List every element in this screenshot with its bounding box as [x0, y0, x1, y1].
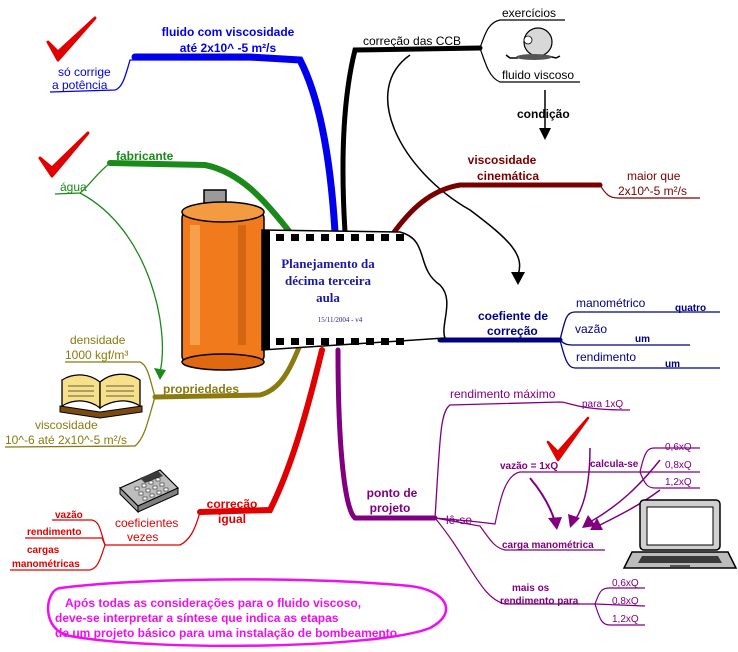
branch-correcao-igual — [10, 347, 325, 571]
label-densidade-1: densidade — [70, 333, 126, 347]
label-manometrico: manométrico — [576, 296, 646, 310]
branch-propriedades — [4, 342, 303, 448]
label-q08-a: 0,8xQ — [665, 460, 692, 471]
film-perforation — [366, 338, 374, 345]
label-coeficientes-2: vezes — [127, 530, 158, 544]
note-line-3: de um projeto básico para uma instalação… — [55, 626, 397, 640]
film-perforation — [396, 338, 404, 345]
film-perforation — [321, 234, 329, 241]
film-perforation — [306, 338, 314, 345]
film-perforation — [381, 234, 389, 241]
calculator-icon — [118, 469, 180, 514]
label-rend-max: rendimento máximo — [450, 387, 556, 401]
label-q12-b: 1,2xQ — [612, 614, 639, 625]
branch-ponto-projeto — [335, 347, 700, 626]
label-fabricante: fabricante — [116, 149, 174, 163]
label-rendimento-r: rendimento — [576, 350, 636, 364]
film-canister-icon — [181, 189, 265, 371]
film-perforations — [276, 234, 404, 345]
label-maior-que-2: 2x10^-5 m²/s — [618, 184, 687, 198]
label-densidade-2: 1000 kgf/m³ — [65, 348, 128, 362]
film-perforation — [336, 234, 344, 241]
label-rendimento-left: rendimento — [27, 527, 81, 538]
label-correcao-ccb: correção das CCB — [363, 34, 461, 48]
label-um-1: um — [635, 334, 650, 345]
label-correcao-igual-2: igual — [218, 512, 246, 526]
checkmark-icon — [38, 131, 90, 178]
film-perforation — [336, 338, 344, 345]
label-para-1xq: para 1xQ — [582, 399, 623, 410]
label-mais-os-2: rendimento para — [500, 596, 579, 607]
label-viscosidade-1: viscosidade — [35, 418, 98, 432]
note-line-2: deve-se interpretar a síntese que indica… — [55, 611, 339, 625]
film-perforation — [366, 234, 374, 241]
label-exercicios: exercícios — [502, 6, 556, 20]
label-coef-corr-2: correção — [487, 324, 538, 338]
label-calcula-se: calcula-se — [590, 459, 639, 470]
checkmark-icon — [46, 16, 97, 62]
book-icon — [59, 373, 143, 419]
laptop-icon — [622, 499, 738, 569]
film-perforation — [276, 234, 284, 241]
label-q06-a: 0,6xQ — [665, 442, 692, 453]
label-fluido-viscosidade-2: até 2x10^ -5 m²/s — [180, 41, 277, 55]
label-visc-cin-2: cinemática — [477, 169, 539, 183]
film-perforation — [351, 338, 359, 345]
film-perforation — [276, 338, 284, 345]
film-perforation — [351, 234, 359, 241]
label-carga-man: carga manométrica — [502, 540, 594, 551]
label-ponto-1: ponto de — [367, 486, 418, 500]
film-perforation — [381, 338, 389, 345]
note-line-1: Após todas as considerações para o fluid… — [65, 596, 361, 610]
label-viscosidade-2: 10^-6 até 2x10^-5 m²/s — [5, 433, 127, 447]
branch-fluido-viscosidade — [49, 53, 339, 236]
checkmark-icon — [546, 416, 590, 462]
branch-viscosidade-cinematica — [389, 182, 700, 238]
branch-coeficiente — [437, 311, 720, 369]
label-mais-os-1: mais os — [512, 583, 550, 594]
label-vazao-r: vazão — [575, 322, 607, 336]
label-coef-corr-1: coefiente de — [478, 309, 548, 323]
film-perforation — [291, 338, 299, 345]
label-q06-b: 0,6xQ — [612, 578, 639, 589]
figure-ball-icon — [505, 27, 561, 60]
label-propriedades: propriedades — [163, 382, 239, 396]
label-maior-que-1: maior que — [627, 169, 681, 183]
label-fluido-viscosidade-1: fluido com viscosidade — [162, 25, 295, 39]
label-coeficientes-1: coeficientes — [115, 516, 178, 530]
center-date: 15/11/2004 - v4 — [318, 316, 363, 324]
film-perforation — [396, 234, 404, 241]
film-perforation — [321, 338, 329, 345]
center-title-line-3: aula — [316, 290, 340, 305]
center-title-line-1: Planejamento da — [281, 256, 375, 271]
branch-fabricante — [54, 160, 295, 380]
label-q08-b: 0,8xQ — [612, 596, 639, 607]
film-perforation — [291, 234, 299, 241]
label-vazao-left: vazão — [55, 510, 83, 521]
label-le-se: lê-se — [446, 513, 472, 527]
label-visc-cin-1: viscosidade — [468, 153, 537, 167]
note-bubble — [46, 578, 448, 648]
label-q12-a: 1,2xQ — [665, 477, 692, 488]
center-title-line-2: décima terceira — [285, 273, 372, 288]
label-condicao: condição — [517, 107, 570, 121]
label-cargas-2: manométricas — [12, 559, 80, 570]
label-cargas-1: cargas — [27, 545, 60, 556]
label-so-corrige-2: a potência — [52, 78, 108, 92]
label-vazao-1xq: vazão = 1xQ — [500, 461, 558, 472]
label-quatro: quatro — [675, 303, 706, 314]
film-perforation — [306, 234, 314, 241]
label-um-2: um — [665, 359, 680, 370]
label-correcao-igual-1: correção — [207, 497, 258, 511]
label-ponto-2: projeto — [370, 501, 411, 515]
label-fluido-viscoso: fluido viscoso — [502, 68, 574, 82]
branch-correcao-ccb — [340, 19, 580, 285]
label-so-corrige-1: só corrige — [58, 65, 111, 79]
label-agua: água — [60, 180, 87, 194]
film-strip — [261, 229, 448, 351]
